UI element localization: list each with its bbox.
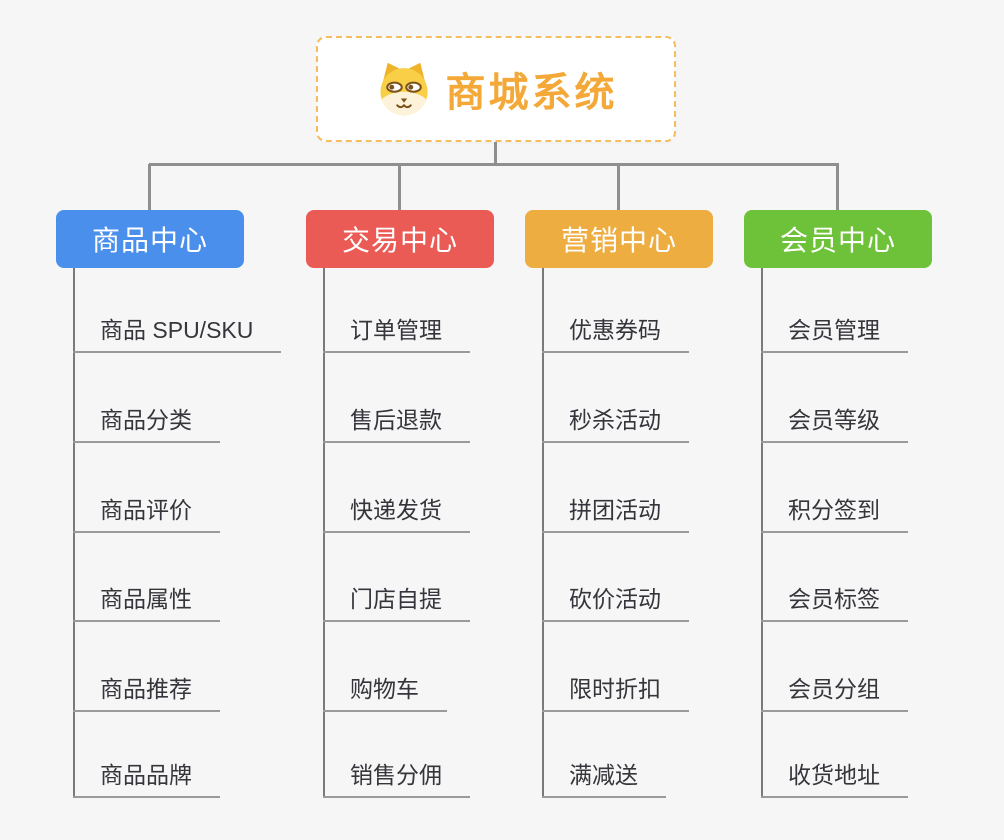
- child-node-group-buy[interactable]: 拼团活动: [542, 495, 689, 533]
- connector-drop-member: [836, 164, 839, 210]
- branch-node-trade[interactable]: 交易中心: [306, 210, 494, 268]
- child-node-member-group[interactable]: 会员分组: [761, 674, 908, 712]
- child-node-product-review[interactable]: 商品评价: [73, 495, 220, 533]
- branch-node-product[interactable]: 商品中心: [56, 210, 244, 268]
- child-node-shipping-address[interactable]: 收货地址: [761, 760, 908, 798]
- doge-icon: [375, 60, 433, 118]
- root-title: 商城系统: [445, 71, 618, 115]
- branch-children-trade: 订单管理 售后退款 快递发货 门店自提 购物车 销售分佣: [323, 268, 470, 798]
- child-node-flash-sale[interactable]: 秒杀活动: [542, 405, 689, 443]
- connector-drop-trade: [398, 164, 401, 210]
- child-node-coupon-code[interactable]: 优惠券码: [542, 315, 689, 353]
- child-node-product-brand[interactable]: 商品品牌: [73, 760, 220, 798]
- connector-drop-marketing: [617, 164, 620, 210]
- child-node-limited-discount[interactable]: 限时折扣: [542, 674, 689, 712]
- child-node-store-pickup[interactable]: 门店自提: [323, 584, 470, 622]
- child-node-shopping-cart[interactable]: 购物车: [323, 674, 447, 712]
- child-node-member-management[interactable]: 会员管理: [761, 315, 908, 353]
- child-node-points-checkin[interactable]: 积分签到: [761, 495, 908, 533]
- branch-node-member[interactable]: 会员中心: [744, 210, 932, 268]
- connector-drop-product: [148, 164, 151, 210]
- child-node-member-tag[interactable]: 会员标签: [761, 584, 908, 622]
- branch-children-marketing: 优惠券码 秒杀活动 拼团活动 砍价活动 限时折扣 满减送: [542, 268, 689, 798]
- child-node-product-attr[interactable]: 商品属性: [73, 584, 220, 622]
- branch-children-member: 会员管理 会员等级 积分签到 会员标签 会员分组 收货地址: [761, 268, 908, 798]
- child-node-product-spu-sku[interactable]: 商品 SPU/SKU: [73, 315, 282, 353]
- child-node-sales-commission[interactable]: 销售分佣: [323, 760, 470, 798]
- child-node-member-level[interactable]: 会员等级: [761, 405, 908, 443]
- connector-horizontal: [149, 163, 839, 166]
- branch-node-marketing[interactable]: 营销中心: [525, 210, 713, 268]
- connector-root-stem: [494, 142, 497, 164]
- child-node-bargain[interactable]: 砍价活动: [542, 584, 689, 622]
- child-node-express-delivery[interactable]: 快递发货: [323, 495, 470, 533]
- child-node-product-category[interactable]: 商品分类: [73, 405, 220, 443]
- child-node-aftersale-refund[interactable]: 售后退款: [323, 405, 470, 443]
- child-node-spend-save[interactable]: 满减送: [542, 760, 666, 798]
- child-node-order-management[interactable]: 订单管理: [323, 315, 470, 353]
- root-node[interactable]: 商城系统: [316, 36, 676, 142]
- child-node-product-recommend[interactable]: 商品推荐: [73, 674, 220, 712]
- branch-children-product: 商品 SPU/SKU 商品分类 商品评价 商品属性 商品推荐 商品品牌: [73, 268, 282, 798]
